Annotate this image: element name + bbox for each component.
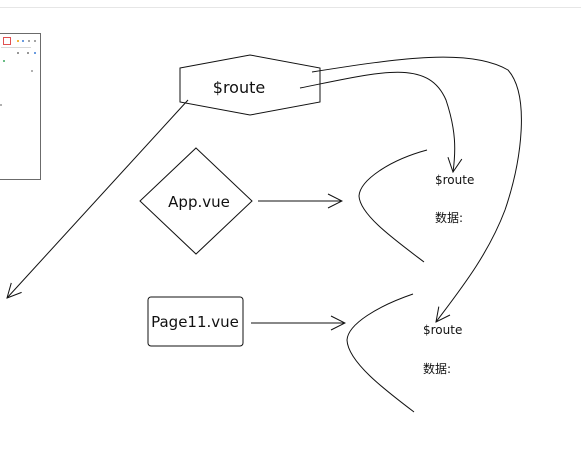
page-rect[interactable] xyxy=(147,296,244,347)
curve-route-to-top-panel xyxy=(299,71,455,172)
arrow-route-to-thumbnail xyxy=(7,99,189,298)
thumbnail-dot-grey-2 xyxy=(34,40,36,42)
curve-route-to-bottom-panel xyxy=(311,56,522,322)
route-hexagon[interactable] xyxy=(179,54,321,116)
thumbnail-dot-row-2 xyxy=(27,52,29,54)
top-divider xyxy=(0,0,581,8)
thumbnail-dot-small xyxy=(31,70,33,72)
page-node-label: Page11.vue xyxy=(151,313,239,331)
thumbnail-dot-row xyxy=(17,52,19,54)
thumbnail-dot-yellow xyxy=(17,40,19,42)
bottom-panel-bracket xyxy=(346,293,415,413)
thumbnail-rule xyxy=(1,47,31,48)
top-panel-data-label: 数据: xyxy=(435,210,463,225)
app-diamond[interactable] xyxy=(139,147,253,255)
top-panel-title: $route xyxy=(435,173,474,187)
thumbnail-dot-row-3 xyxy=(34,52,36,54)
thumbnail-highlight xyxy=(3,37,11,45)
thumbnail-dot-blue xyxy=(22,40,24,42)
thumbnail-dot-green xyxy=(3,60,5,62)
route-node-label: $route xyxy=(213,78,265,97)
thumbnail-dot-left xyxy=(0,104,2,106)
thumbnail-preview[interactable] xyxy=(0,33,41,180)
thumbnail-dot-grey xyxy=(28,40,30,42)
app-node-label: App.vue xyxy=(168,193,230,211)
bottom-panel-title: $route xyxy=(423,323,462,337)
bottom-panel-data-label: 数据: xyxy=(423,361,451,376)
top-panel-bracket xyxy=(358,149,428,263)
